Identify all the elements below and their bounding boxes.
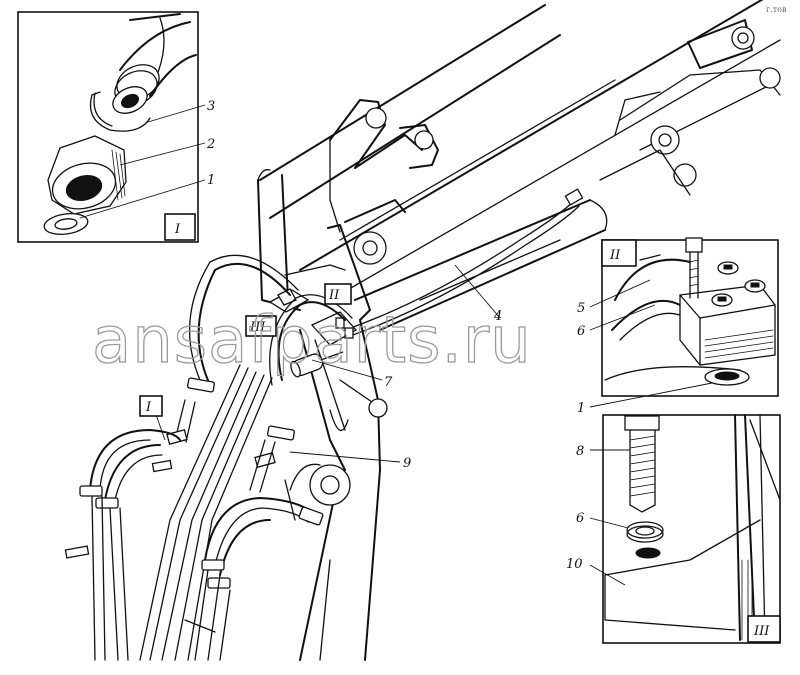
view-mark-three: III <box>249 320 266 335</box>
inset-one: 3 2 1 I <box>17 11 215 243</box>
callout-inset-three-10: 10 <box>566 557 583 572</box>
inset-one-frame <box>17 11 199 243</box>
hose-bundle <box>64 254 353 661</box>
callout-main-7: 7 <box>384 375 393 390</box>
view-mark-three-box <box>245 315 277 337</box>
callout-inset-two-6: 6 <box>577 324 585 339</box>
callout-inset-two-5: 5 <box>577 301 585 316</box>
inset-three-label: III <box>753 624 770 639</box>
corner-mark: г.тов <box>766 5 787 14</box>
callout-main-4: 4 <box>493 309 502 324</box>
inset-two: II 5 6 1 <box>577 237 779 416</box>
watermark: ansafparts.ru <box>92 304 532 378</box>
view-mark-two-box <box>324 283 352 305</box>
callout-inset-three-8: 8 <box>576 444 584 459</box>
callout-inset-one-1: 1 <box>207 173 215 188</box>
view-mark-one-box <box>139 395 163 417</box>
callout-inset-one-2: 2 <box>206 137 215 152</box>
main-callouts: 4 7 9 I II III <box>139 264 502 471</box>
inset-two-label-box <box>601 239 637 267</box>
callout-inset-two-1: 1 <box>577 401 585 416</box>
callout-main-9: 9 <box>403 456 411 471</box>
boom-assembly <box>257 0 781 661</box>
inset-one-label-box <box>164 213 196 241</box>
inset-one-label: I <box>174 222 181 237</box>
callout-inset-one-3: 3 <box>207 99 215 114</box>
inset-three: 8 6 10 III <box>566 414 781 644</box>
view-mark-one: I <box>145 400 152 415</box>
inset-two-label: II <box>609 248 621 263</box>
inset-three-label-box <box>747 615 781 643</box>
view-mark-two: II <box>328 288 340 303</box>
callout-inset-three-6: 6 <box>576 511 584 526</box>
